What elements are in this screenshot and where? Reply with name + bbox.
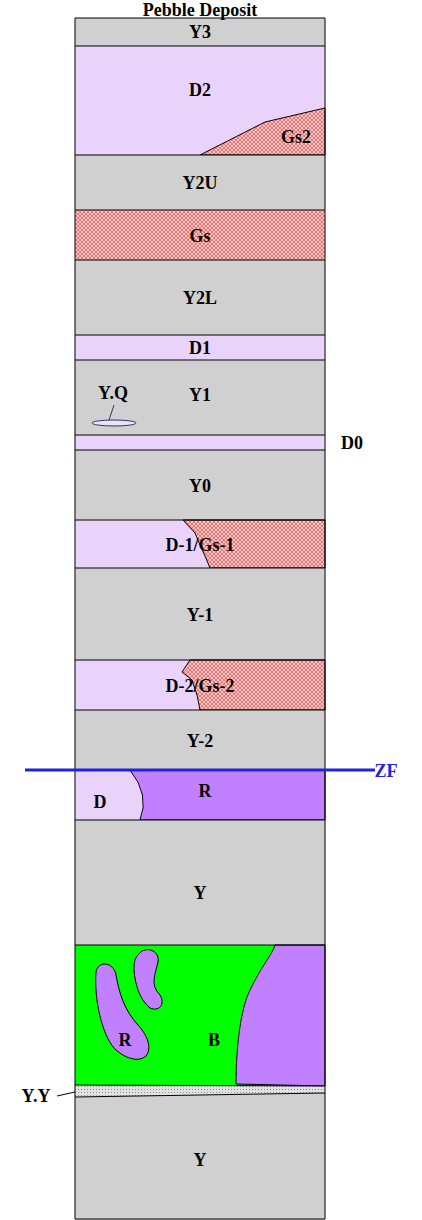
layer-label: D: [94, 793, 107, 811]
stratum-band: Y: [75, 820, 325, 945]
stratum-band: BR: [75, 945, 325, 1085]
lavender-layer: [75, 335, 325, 360]
stratum-band: D2Gs2: [75, 46, 325, 155]
grey-layer: [75, 820, 325, 945]
layer-label: Y0: [189, 477, 211, 495]
stratum-band: R: [140, 770, 325, 820]
layer-label: D2: [189, 81, 211, 99]
stratum-band: D: [75, 770, 135, 820]
dotted-band: [75, 1085, 325, 1097]
stratum-band: D-1/Gs-1: [75, 520, 325, 568]
layer-label: Y: [194, 1151, 207, 1169]
stratum-band: Y.Y: [75, 1085, 325, 1097]
stratum-band: Y2L: [75, 260, 325, 335]
layer-label: Y-1: [187, 606, 213, 624]
stratum-band: Y-2: [75, 710, 325, 770]
leader-line: [57, 1092, 75, 1096]
layer-label: R: [199, 782, 212, 800]
lavender-layer: [75, 46, 325, 155]
stratum-band: D1: [75, 335, 325, 360]
grey-layer: [75, 1093, 325, 1220]
grey-layer: [75, 450, 325, 520]
stratum-band: Gs2: [200, 108, 325, 155]
stratum-band: Y0: [75, 450, 325, 520]
layer-label: D-1/Gs-1: [166, 536, 235, 554]
layer-label: D1: [189, 339, 211, 357]
layer-label: Y-2: [187, 732, 213, 750]
zf-line: [25, 769, 375, 772]
marker-label: ZF: [374, 762, 397, 780]
grey-layer: [75, 18, 325, 46]
stratum-band: R: [94, 962, 152, 1062]
hatched-wedge: [200, 108, 325, 155]
layer-label: R: [119, 1031, 132, 1049]
marker-label: Y.Q: [98, 384, 128, 402]
layer-label: D0: [341, 434, 363, 452]
stratum-band: D-2/Gs-2: [75, 660, 325, 710]
stratum-band: Y2U: [75, 155, 325, 210]
lavender-layer: [75, 770, 325, 820]
layer-label: Y2U: [183, 174, 218, 192]
purple-patch: [134, 950, 162, 1009]
lavender-layer: [75, 520, 325, 568]
layer-label: Y2L: [183, 289, 217, 307]
stratum-band: Gs: [75, 210, 325, 260]
layer-label: Gs: [189, 227, 210, 245]
green-layer: [75, 945, 325, 1087]
layer-label: Y3: [189, 23, 211, 41]
layer-label: Y: [194, 884, 207, 902]
layer-borders: [75, 18, 325, 1219]
lavender-layer: [75, 660, 325, 710]
grey-layer: [75, 260, 325, 335]
stratum-band: D0: [75, 435, 325, 450]
grey-layer: [75, 155, 325, 210]
stratum-band: Y3: [75, 18, 325, 46]
hatched-layer: [75, 210, 325, 260]
layer-label: Y.Y: [22, 1087, 51, 1105]
layer-label: B: [208, 1031, 220, 1049]
lavender-layer: [75, 435, 325, 450]
layer-label: Gs2: [281, 128, 311, 146]
purple-part: [236, 945, 325, 1086]
grey-layer: [75, 710, 325, 770]
leader-line: [109, 405, 114, 420]
stratum-band: Y: [75, 1097, 325, 1220]
layer-fills: [75, 18, 325, 1220]
grey-layer: [75, 360, 325, 435]
grey-layer: [75, 568, 325, 660]
lens-symbol: [92, 420, 136, 426]
layer-label: Y1: [189, 386, 211, 404]
purple-part: [130, 770, 325, 820]
stratum-band: Y-1: [75, 568, 325, 660]
layer-label: D-2/Gs-2: [166, 677, 235, 695]
diagram-title: Pebble Deposit: [143, 1, 258, 19]
